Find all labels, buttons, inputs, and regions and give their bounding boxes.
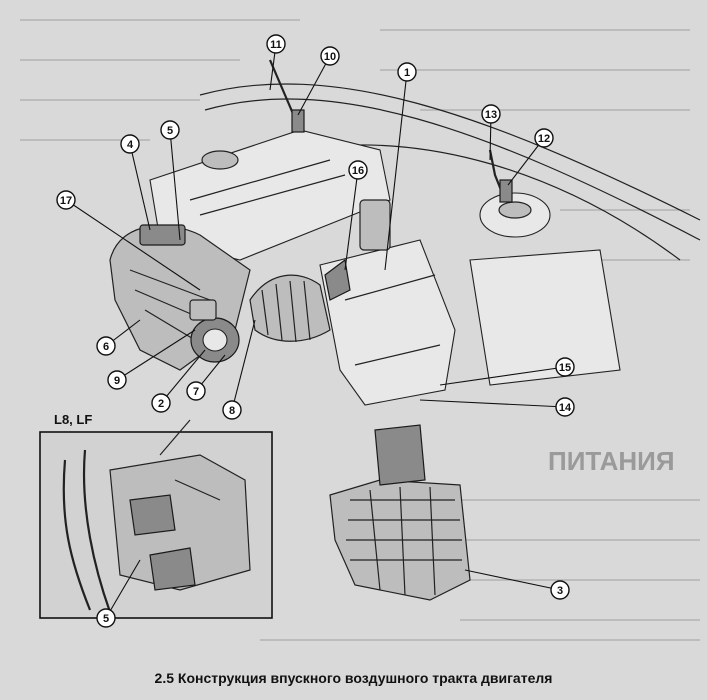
- figure-caption: 2.5 Конструкция впускного воздушного тра…: [154, 670, 553, 686]
- callout-11: 11: [266, 34, 286, 54]
- svg-text:16: 16: [352, 165, 364, 177]
- fresh-air-duct: [329, 424, 471, 601]
- valve-cover: [149, 129, 391, 261]
- callouts: 1 2 3 4 5 5 6 7 8 9 10 11 12 13 14 15 16…: [56, 34, 575, 628]
- air-cleaner: [319, 199, 456, 406]
- svg-text:2: 2: [158, 398, 164, 410]
- intake-air-hose: [249, 274, 331, 343]
- callout-15: 15: [555, 357, 575, 377]
- svg-text:11: 11: [270, 39, 282, 51]
- upper-sensors: [268, 59, 513, 203]
- callout-16: 16: [348, 160, 368, 180]
- throttle-body: [189, 299, 240, 363]
- callout-5: 5: [160, 120, 180, 140]
- svg-text:10: 10: [324, 51, 336, 63]
- svg-text:7: 7: [193, 386, 199, 398]
- callout-3: 3: [550, 580, 570, 600]
- svg-text:6: 6: [103, 341, 109, 353]
- svg-text:3: 3: [557, 585, 563, 597]
- svg-text:1: 1: [404, 67, 410, 79]
- svg-text:5: 5: [103, 613, 109, 625]
- svg-text:12: 12: [538, 133, 550, 145]
- inset-label: L8, LF: [54, 412, 92, 427]
- callout-9: 9: [107, 370, 127, 390]
- callout-10: 10: [320, 46, 340, 66]
- callout-6: 6: [96, 336, 116, 356]
- callout-8: 8: [222, 400, 242, 420]
- callout-12: 12: [534, 128, 554, 148]
- svg-text:8: 8: [229, 405, 235, 417]
- callout-2: 2: [151, 393, 171, 413]
- callout-7: 7: [186, 381, 206, 401]
- callout-4: 4: [120, 134, 140, 154]
- callout-13: 13: [481, 104, 501, 124]
- svg-text:5: 5: [167, 125, 173, 137]
- callout-14: 14: [555, 397, 575, 417]
- callout-5-inset: 5: [96, 608, 116, 628]
- callout-17: 17: [56, 190, 76, 210]
- callout-1: 1: [397, 62, 417, 82]
- svg-text:14: 14: [559, 402, 572, 414]
- svg-text:4: 4: [127, 139, 134, 151]
- svg-text:15: 15: [559, 362, 571, 374]
- svg-text:13: 13: [485, 109, 497, 121]
- svg-text:9: 9: [114, 375, 120, 387]
- coolant-reservoir: [469, 192, 621, 386]
- svg-text:17: 17: [60, 195, 72, 207]
- background-heading: ПИТАНИЯ: [548, 446, 675, 476]
- background-text-texture: [20, 19, 700, 641]
- inset-detail-l8-lf: L8, LF: [39, 412, 273, 619]
- leader-lines: [65, 43, 566, 619]
